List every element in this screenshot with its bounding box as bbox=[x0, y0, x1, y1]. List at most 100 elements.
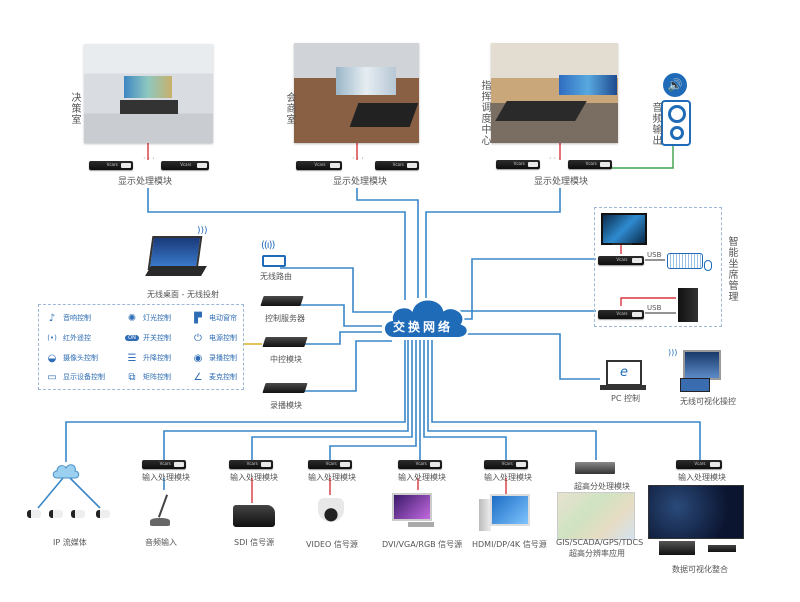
input-label-hdmi: HDMI/DP/4K 信号源 bbox=[472, 540, 547, 549]
control-server-device bbox=[260, 296, 304, 306]
input-label-sdi: SDI 信号源 bbox=[234, 538, 275, 547]
kvm-module-box: Vcars bbox=[598, 310, 644, 319]
control-item-audio[interactable]: ♪音响控制 bbox=[45, 313, 91, 324]
pc-control-label: PC 控制 bbox=[611, 394, 640, 403]
control-item-curtain[interactable]: ▛电动窗帘 bbox=[191, 312, 237, 324]
room-photo-decision bbox=[84, 44, 213, 143]
display-module-box: Vcars bbox=[568, 160, 612, 169]
input-label-gis: GIS/SCADA/GPS/TDCS bbox=[556, 538, 644, 547]
speaker-box-icon bbox=[661, 100, 691, 146]
control-item-power[interactable]: ⏻电源控制 bbox=[191, 332, 237, 344]
central-control-label: 中控模块 bbox=[270, 355, 302, 364]
wire-ip-cam4 bbox=[69, 477, 101, 509]
control-item-record[interactable]: ◉录播控制 bbox=[191, 352, 237, 364]
display-module-box: Vcars bbox=[89, 161, 133, 170]
display-module-label: 显示处理模块 bbox=[333, 177, 388, 187]
curtain-icon: ▛ bbox=[194, 312, 202, 324]
ip-camera-icon bbox=[49, 510, 63, 518]
room-label-command-center: 指挥调度中心 bbox=[479, 80, 490, 146]
wire-red-kvm2 bbox=[620, 297, 676, 306]
data-server-device-small bbox=[708, 545, 736, 552]
laptop-wireless-desktop bbox=[147, 236, 203, 270]
ip-camera-icon bbox=[71, 510, 85, 518]
wire-kvm1 bbox=[455, 258, 596, 320]
control-item-mic[interactable]: ∠麦克控制 bbox=[191, 371, 237, 383]
input-module-label: 输入处理模块 bbox=[678, 473, 726, 482]
kvm-module-box: Vcars bbox=[598, 256, 644, 265]
input-module-label: 输入处理模块 bbox=[398, 473, 446, 482]
control-item-infrared[interactable]: (•)红外遥控 bbox=[45, 333, 91, 343]
display-module-label: 显示处理模块 bbox=[534, 177, 589, 187]
gis-map-image bbox=[557, 492, 635, 540]
wireless-visual-label: 无线可视化操控 bbox=[680, 397, 736, 406]
switch-network-cloud bbox=[383, 298, 469, 339]
wire-in-ip bbox=[65, 340, 406, 462]
infrared-icon: (•) bbox=[47, 334, 57, 342]
control-item-camera[interactable]: ◒摄像头控制 bbox=[45, 352, 98, 364]
wire-in-hdmi bbox=[423, 340, 507, 460]
input-module-box: Vcars bbox=[398, 460, 442, 469]
audio-output-label: 音频输出 bbox=[650, 102, 661, 146]
switch-network-label: 交换网络 bbox=[393, 320, 454, 334]
microphone-icon: ∠ bbox=[193, 371, 203, 383]
room-label-consultation: 会商室 bbox=[284, 92, 295, 125]
recording-device bbox=[262, 383, 308, 393]
wire-record bbox=[295, 340, 392, 392]
camera-dome-icon: ◒ bbox=[47, 352, 57, 364]
wifi-icon: ))) bbox=[668, 348, 678, 357]
room-photo-command-center bbox=[491, 43, 618, 143]
input-module-label: 输入处理模块 bbox=[230, 473, 278, 482]
switch-on-icon: ON bbox=[125, 333, 139, 343]
wire-in-audio bbox=[163, 340, 409, 460]
input-module-label: 输入处理模块 bbox=[142, 473, 190, 482]
control-item-lift[interactable]: ☰升降控制 bbox=[125, 353, 171, 364]
wire-router bbox=[280, 267, 392, 313]
input-label-data: 数据可视化整合 bbox=[672, 565, 728, 574]
record-icon: ◉ bbox=[193, 352, 203, 364]
wireless-visual-device bbox=[683, 350, 721, 380]
control-item-light[interactable]: ✺灯光控制 bbox=[125, 312, 171, 324]
ellipsis: ··· bbox=[549, 154, 563, 163]
wifi-icon: ))) bbox=[197, 226, 208, 236]
monitor-icon: ▭ bbox=[47, 371, 57, 383]
ip-cloud-icon bbox=[52, 464, 80, 479]
wire-room1 bbox=[147, 188, 406, 300]
wire-in-gis bbox=[427, 340, 597, 460]
sdi-camera-device bbox=[233, 505, 275, 527]
light-bulb-icon: ✺ bbox=[127, 312, 137, 324]
ellipsis: ··· bbox=[143, 154, 157, 163]
input-label-gis-sub: 超高分辨率应用 bbox=[569, 549, 625, 558]
wire-server bbox=[290, 304, 382, 327]
dome-camera-device bbox=[318, 498, 344, 522]
input-module-box: Vcars bbox=[229, 460, 273, 469]
usb-label: USB bbox=[647, 304, 662, 312]
input-label-audio: 音频输入 bbox=[145, 538, 177, 547]
hdmi-monitor-device bbox=[490, 494, 530, 526]
control-item-matrix[interactable]: ⧉矩阵控制 bbox=[125, 372, 171, 383]
display-module-box: Vcars bbox=[375, 161, 419, 170]
input-module-label: 输入处理模块 bbox=[484, 473, 532, 482]
recording-label: 录播模块 bbox=[270, 401, 302, 410]
seat-management-label: 智能坐席管理 bbox=[726, 236, 737, 302]
input-label-ip: IP 流媒体 bbox=[53, 538, 87, 547]
control-item-display[interactable]: ▭显示设备控制 bbox=[45, 371, 105, 383]
ip-camera-icon bbox=[96, 510, 110, 518]
display-module-box: Vcars bbox=[161, 161, 209, 170]
wire-kvm2 bbox=[456, 310, 596, 322]
power-icon: ⏻ bbox=[194, 332, 202, 344]
input-label-video: VIDEO 信号源 bbox=[306, 540, 358, 549]
display-module-box: Vcars bbox=[496, 160, 540, 169]
wireless-desktop-label: 无线桌面 - 无线投射 bbox=[147, 290, 219, 299]
microphone-base bbox=[150, 518, 170, 526]
tablet-device bbox=[680, 378, 710, 392]
input-module-label: 输入处理模块 bbox=[308, 473, 356, 482]
pc-tower-device bbox=[678, 288, 698, 322]
ultra-hd-module-label: 超高分处理模块 bbox=[574, 482, 630, 491]
input-label-dvi: DVI/VGA/RGB 信号源 bbox=[382, 540, 463, 549]
wire-pc bbox=[450, 333, 600, 380]
pc-laptop-device: e bbox=[606, 360, 642, 386]
data-visualization-screen bbox=[648, 485, 744, 539]
